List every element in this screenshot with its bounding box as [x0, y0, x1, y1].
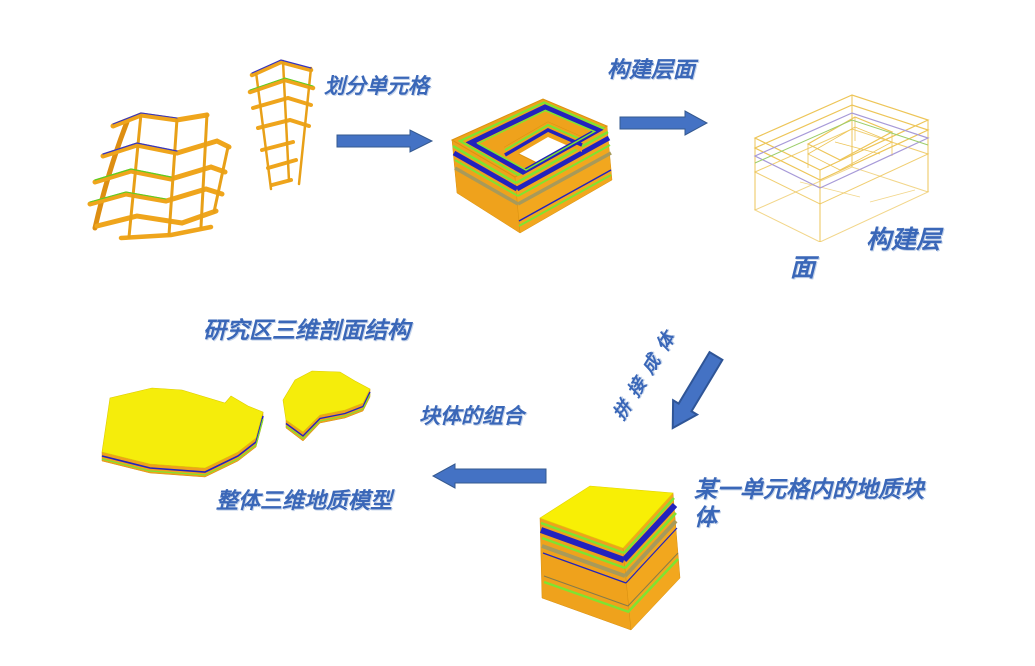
large-mesh — [87, 112, 232, 241]
label-block-combination: 块体的组合 — [419, 404, 524, 428]
layer-wireframe-figure — [753, 94, 930, 242]
flat-slabs-figure — [101, 370, 371, 478]
solid-block-figure — [539, 485, 681, 631]
ring-block-figure — [450, 98, 613, 234]
label-cell-block: 某一单元格内的地质块体 — [694, 477, 924, 531]
purple-layer-line — [753, 112, 930, 189]
section-wireframes-figure — [87, 59, 316, 241]
large-slab — [101, 387, 264, 478]
label-divide-cells: 划分单元格 — [324, 74, 429, 98]
ring-block — [450, 98, 613, 234]
label-build-surfaces-2: 构建层面 — [790, 225, 942, 282]
arrow-right-divide — [336, 129, 434, 153]
green-layer-line — [754, 119, 929, 164]
arrow-left-combine — [431, 463, 547, 489]
label-overall-model: 整体三维地质模型 — [216, 489, 393, 514]
label-section-structure: 研究区三维剖面结构 — [203, 318, 410, 344]
small-mesh — [247, 59, 316, 191]
arrow-right-build — [619, 110, 709, 136]
arrow-diagonal-splice — [671, 350, 724, 430]
small-slab — [282, 370, 371, 442]
label-build-surfaces: 构建层面 — [607, 58, 696, 83]
solid-block — [539, 485, 681, 631]
